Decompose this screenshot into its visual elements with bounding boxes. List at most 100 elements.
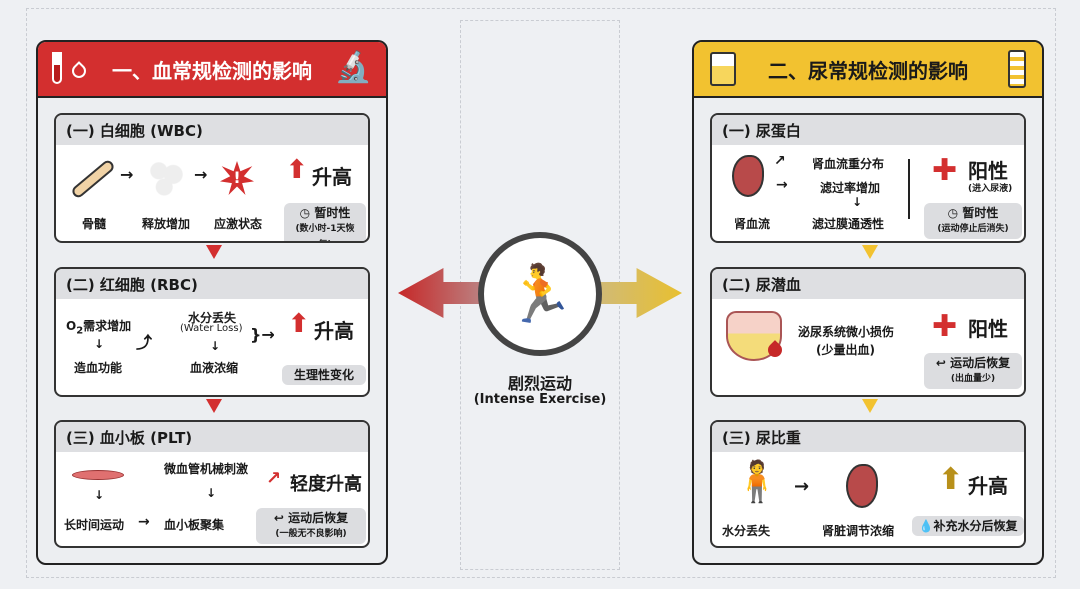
return-icon: ↩ [273,511,289,525]
result-text: 轻度升高 [290,474,362,495]
duration-badge: ◷ 暂时性 (数小时-1天恢复) [284,203,366,241]
arrow-right-icon: → [776,177,788,193]
badge-main: 暂时性 [314,206,351,220]
result-text: 升高 [314,319,354,343]
plus-icon: ✚ [932,309,958,344]
kidney-label: 肾脏调节浓缩 [822,524,895,538]
water-loss-label: 水分丢失 [722,524,771,538]
step-label: 肾血流重分布 [812,157,885,171]
recovery-badge: ↩ 运动后恢复 (出血量少) [924,353,1022,389]
test-tube-icon [52,52,62,84]
urine-routine-panel: 二、尿常规检测的影响 (一) 尿蛋白 肾血流 ↗ 肾血流重分布 → 滤过率增加 … [692,40,1044,565]
badge-sub: (一般无不良影响) [275,529,347,539]
cause-sub: (少量出血) [816,343,875,357]
kidney-icon [732,155,764,197]
urine-sg-card: (三) 尿比重 🧍 水分丢失 → 肾脏调节浓缩 ⬆ 升高 💧补充水分后恢复 [710,420,1026,548]
down-arrow-icon [862,399,878,421]
result-text: 升高 [312,165,352,189]
card-title: (一) 白细胞 (WBC) [56,115,368,145]
trend-up-icon: ↗ [266,468,282,489]
bone-icon [69,158,117,200]
water-drop-icon: 💧 [918,519,934,533]
water-loss-label: 水分丢失 [188,311,237,325]
card-title: (二) 红细胞 (RBC) [56,269,368,299]
panel-header: 一、血常规检测的影响 🔬 [38,42,386,98]
plus-icon: ✚ [932,153,958,188]
clock-icon: ◷ [299,206,315,220]
duration-badge: ◷ 暂时性 (运动停止后消失) [924,203,1022,239]
up-arrow-icon: ⬆ [288,309,310,339]
arrow-right-icon: → [120,165,134,184]
urine-blood-card: (二) 尿潜血 泌尿系统微小损伤 (少量出血) ✚ 阳性 ↩ 运动后恢复 (出血量… [710,267,1026,397]
cause-label: 泌尿系统微小损伤 [798,325,895,339]
test-strip-icon [1008,50,1026,88]
badge-main: 暂时性 [962,206,999,220]
hydration-badge: 💧补充水分后恢复 [912,516,1024,536]
arrow-down-icon: ↓ [94,488,105,502]
curved-arrow-icon: ↗ [774,153,786,169]
bracket-arrow-icon: }→ [250,325,275,344]
kidney-label: 肾血流 [734,217,771,231]
arrow-right-icon: → [794,476,810,497]
blood-drop-icon [69,61,89,81]
clock-icon: ◷ [947,206,963,220]
panel-title: 一、血常规检测的影响 [112,58,312,83]
urine-protein-card: (一) 尿蛋白 肾血流 ↗ 肾血流重分布 → 滤过率增加 ↓ 滤过膜通透性 ✚ … [710,113,1026,243]
rbc-card: (二) 红细胞 (RBC) O2需求增加 ↓ 造血功能 ⤴ 水分丢失 (Wate… [54,267,370,397]
o2-rest: 需求增加 [83,319,132,333]
arrow-down-icon: ↓ [94,337,105,351]
arrow-right-icon: → [138,514,150,530]
result-text: 升高 [968,474,1008,498]
curved-arrow-icon: ⤴ [136,333,153,352]
bracket-icon [904,159,910,219]
down-arrow-icon [862,245,878,267]
platelet-icon [72,470,124,480]
o2: O [66,319,77,333]
person-sweat-icon: 🧍 [732,459,782,505]
down-arrow-icon [206,399,222,421]
badge-sub: (运动停止后消失) [937,224,1009,234]
urine-cup-icon [710,52,736,86]
recovery-badge: ↩ 运动后恢复 (一般无不良影响) [256,508,366,544]
physiological-badge: 生理性变化 [282,365,366,385]
badge-sub: (出血量少) [950,374,996,384]
kidney-icon [846,464,878,508]
concentration-label: 血液浓缩 [190,361,239,375]
card-title: (三) 血小板 (PLT) [56,422,368,452]
up-arrow-icon: ⬆ [286,155,308,185]
down-arrow-icon [206,245,222,267]
center-label: 剧烈运动 [507,374,572,393]
plt-card: (三) 血小板 (PLT) ↓ 长时间运动 → 微血管机械刺激 ↓ 血小板聚集 … [54,420,370,548]
result-text: 阳性 [968,159,1008,183]
result-sub: (进入尿液) [968,184,1013,194]
aggregation-label: 血小板聚集 [164,518,225,532]
water-loss-en: (Water Loss) [180,323,243,334]
wbc-card: (一) 白细胞 (WBC) → → ! 骨髓 释放增加 应激状态 ⬆ 升高 ◷ … [54,113,370,243]
o2-sub: 2 [76,325,84,337]
stress-burst-icon: ! [220,161,254,195]
cells-icon [148,160,184,196]
panel-header: 二、尿常规检测的影响 [694,42,1042,98]
badge-text: 补充水分后恢复 [933,519,1018,533]
blood-routine-panel: 一、血常规检测的影响 🔬 (一) 白细胞 (WBC) → → ! 骨髓 释放增加… [36,40,388,565]
arrow-right-icon: → [194,165,208,184]
micro-stimulus-label: 微血管机械刺激 [164,462,249,476]
step-label: 骨髓 [82,217,107,231]
result-text: 阳性 [968,317,1008,341]
badge-sub: (数小时-1天恢复) [295,224,355,241]
center-label-en: (Intense Exercise) [473,392,607,407]
return-icon: ↩ [935,356,951,370]
arrow-down-icon: ↓ [852,195,863,209]
runner-icon: 🏃 [478,232,602,356]
card-title: (三) 尿比重 [712,422,1024,452]
badge-main: 运动后恢复 [950,356,1011,370]
step-label: 应激状态 [214,217,263,231]
long-exercise-label: 长时间运动 [64,518,125,532]
card-title: (二) 尿潜血 [712,269,1024,299]
hematopoiesis-label: 造血功能 [74,361,123,375]
panel-title: 二、尿常规检测的影响 [768,58,968,83]
badge-main: 运动后恢复 [288,511,349,525]
grid-frame [26,8,1056,578]
up-arrow-icon: ⬆ [938,462,964,497]
step-label: 释放增加 [142,217,191,231]
